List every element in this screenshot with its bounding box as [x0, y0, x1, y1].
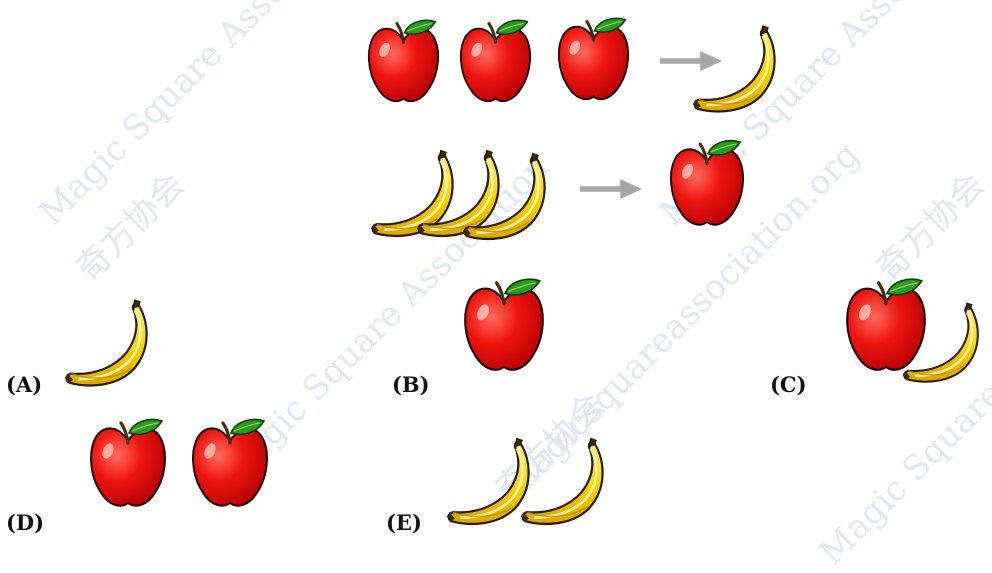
- option-c-label: (C): [770, 372, 807, 397]
- apple-icon: [668, 136, 746, 232]
- option-b-label: (B): [392, 372, 430, 397]
- watermark-cn: 奇方协会: [868, 164, 992, 290]
- apple-icon: [458, 14, 533, 110]
- banana-icon: [690, 18, 790, 123]
- apple-icon: [556, 12, 631, 108]
- option-e-label: (E): [386, 510, 422, 535]
- watermark-text: Magic Square Association: [31, 0, 378, 233]
- apple-icon: [462, 274, 546, 378]
- watermark-cn: 奇方协会: [68, 164, 193, 290]
- arrow-right-icon: [580, 178, 644, 200]
- apple-icon: [88, 414, 168, 514]
- banana-icon: [900, 292, 992, 396]
- banana-icon: [518, 432, 618, 534]
- banana-icon: [62, 292, 162, 397]
- option-a-label: (A): [6, 372, 43, 397]
- apple-icon: [366, 14, 441, 110]
- banana-icon: [460, 148, 560, 248]
- option-d-label: (D): [6, 510, 45, 535]
- apple-icon: [190, 414, 270, 514]
